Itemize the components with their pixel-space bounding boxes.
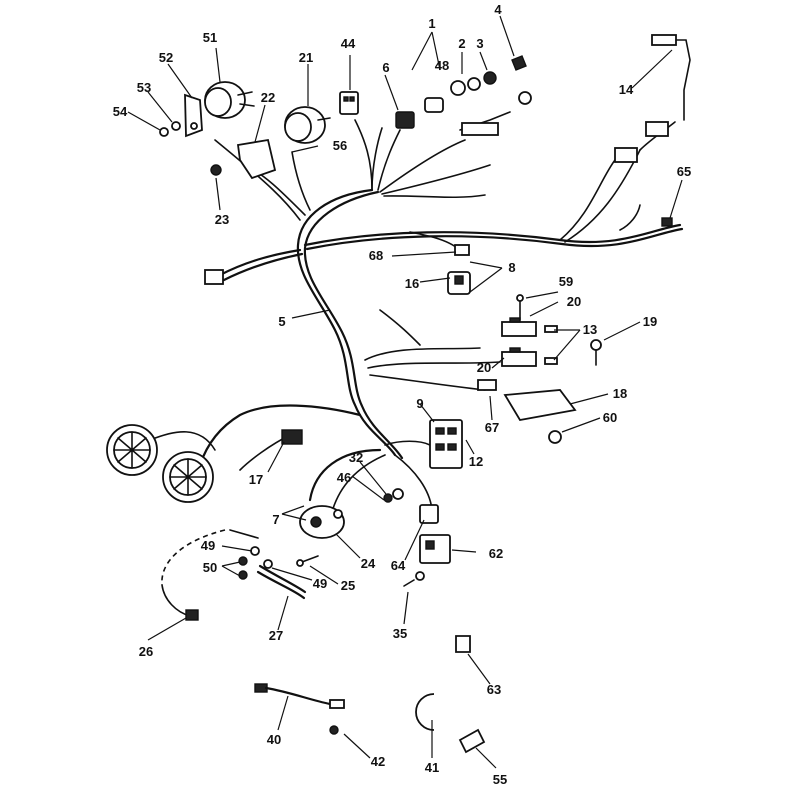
callout-3: 3 bbox=[476, 36, 483, 51]
gauge-21 bbox=[284, 106, 331, 144]
connector-44 bbox=[339, 91, 359, 115]
cable-26 bbox=[161, 529, 226, 621]
callout-27: 27 bbox=[269, 628, 283, 643]
callout-26: 26 bbox=[139, 644, 153, 659]
callout-50: 50 bbox=[203, 560, 217, 575]
bracket-22 bbox=[236, 138, 277, 180]
callout-62: 62 bbox=[489, 546, 503, 561]
callout-46: 46 bbox=[337, 470, 351, 485]
callout-49a: 49 bbox=[201, 538, 215, 553]
callout-35: 35 bbox=[393, 626, 407, 641]
callout-17: 17 bbox=[249, 472, 263, 487]
callout-64: 64 bbox=[391, 558, 406, 573]
connector-6 bbox=[395, 111, 415, 129]
clip-63 bbox=[455, 635, 471, 653]
bracket-52 bbox=[184, 93, 203, 138]
callout-14: 14 bbox=[619, 82, 634, 97]
callout-40: 40 bbox=[267, 732, 281, 747]
clamp-41 bbox=[415, 693, 435, 731]
callout-51: 51 bbox=[203, 30, 217, 45]
main-harness bbox=[149, 119, 684, 521]
callout-59: 59 bbox=[559, 274, 573, 289]
screw-19 bbox=[590, 339, 602, 366]
screw-25 bbox=[296, 555, 319, 567]
terminal-68 bbox=[454, 244, 470, 256]
switch-16 bbox=[447, 271, 471, 295]
callout-48: 48 bbox=[435, 58, 449, 73]
callout-5: 5 bbox=[278, 314, 285, 329]
callout-19: 19 bbox=[643, 314, 657, 329]
ignition-switch-24 bbox=[299, 505, 345, 539]
terminals-49-50 bbox=[229, 529, 273, 580]
callout-24: 24 bbox=[361, 556, 376, 571]
terminal-67 bbox=[477, 379, 497, 391]
nut-60 bbox=[548, 430, 562, 444]
callout-16: 16 bbox=[405, 276, 419, 291]
callout-18: 18 bbox=[613, 386, 627, 401]
key-4 bbox=[511, 55, 527, 71]
connector-17 bbox=[281, 429, 303, 445]
callout-13: 13 bbox=[583, 322, 597, 337]
screw-35 bbox=[403, 571, 425, 587]
fuse-block-9 bbox=[429, 419, 463, 469]
callout-56: 56 bbox=[333, 138, 347, 153]
connector-64 bbox=[419, 504, 439, 524]
nut-54 bbox=[159, 127, 169, 137]
callout-21: 21 bbox=[299, 50, 313, 65]
callout-20a: 20 bbox=[567, 294, 581, 309]
switch-20a bbox=[501, 317, 537, 337]
switch-1 bbox=[424, 71, 532, 136]
bracket-18 bbox=[503, 389, 577, 421]
insulators-13 bbox=[544, 325, 558, 365]
connector-left bbox=[204, 269, 224, 285]
callout-25: 25 bbox=[341, 578, 355, 593]
callout-7: 7 bbox=[272, 512, 279, 527]
callout-60: 60 bbox=[603, 410, 617, 425]
callout-2: 2 bbox=[458, 36, 465, 51]
leaders bbox=[127, 15, 683, 769]
callout-55: 55 bbox=[493, 772, 507, 787]
nut-23 bbox=[210, 164, 222, 176]
washers-46-32 bbox=[383, 488, 404, 503]
switch-20b bbox=[501, 347, 537, 367]
relay-62 bbox=[419, 534, 451, 564]
callout-63: 63 bbox=[487, 682, 501, 697]
callout-67: 67 bbox=[485, 420, 499, 435]
headlamp-left bbox=[106, 424, 158, 476]
clip-55 bbox=[458, 728, 486, 754]
connector-65 bbox=[661, 217, 673, 227]
callout-42: 42 bbox=[371, 754, 385, 769]
cable-40 bbox=[254, 683, 345, 709]
callout-32: 32 bbox=[349, 450, 363, 465]
callout-1: 1 bbox=[428, 16, 435, 31]
washer-53 bbox=[171, 121, 181, 131]
callout-12: 12 bbox=[469, 454, 483, 469]
callout-65: 65 bbox=[677, 164, 691, 179]
callout-68: 68 bbox=[369, 248, 383, 263]
callout-4: 4 bbox=[494, 2, 502, 17]
callout-54: 54 bbox=[113, 104, 128, 119]
callout-6: 6 bbox=[382, 60, 389, 75]
callout-20b: 20 bbox=[477, 360, 491, 375]
callout-53: 53 bbox=[137, 80, 151, 95]
cable-27 bbox=[256, 564, 307, 600]
screw-59 bbox=[516, 294, 524, 321]
headlamp-right bbox=[162, 451, 214, 503]
callout-22: 22 bbox=[261, 90, 275, 105]
callout-23: 23 bbox=[215, 212, 229, 227]
callout-8: 8 bbox=[508, 260, 515, 275]
callout-49b: 49 bbox=[313, 576, 327, 591]
callout-labels: 1 2 3 4 5 6 7 8 9 12 13 14 16 17 18 19 2… bbox=[113, 2, 691, 787]
clip-42 bbox=[329, 725, 339, 735]
gauge-51 bbox=[204, 81, 255, 119]
callout-44: 44 bbox=[341, 36, 356, 51]
callout-41: 41 bbox=[425, 760, 439, 775]
connector-14 bbox=[614, 34, 691, 163]
callout-52: 52 bbox=[159, 50, 173, 65]
callout-9: 9 bbox=[416, 396, 423, 411]
